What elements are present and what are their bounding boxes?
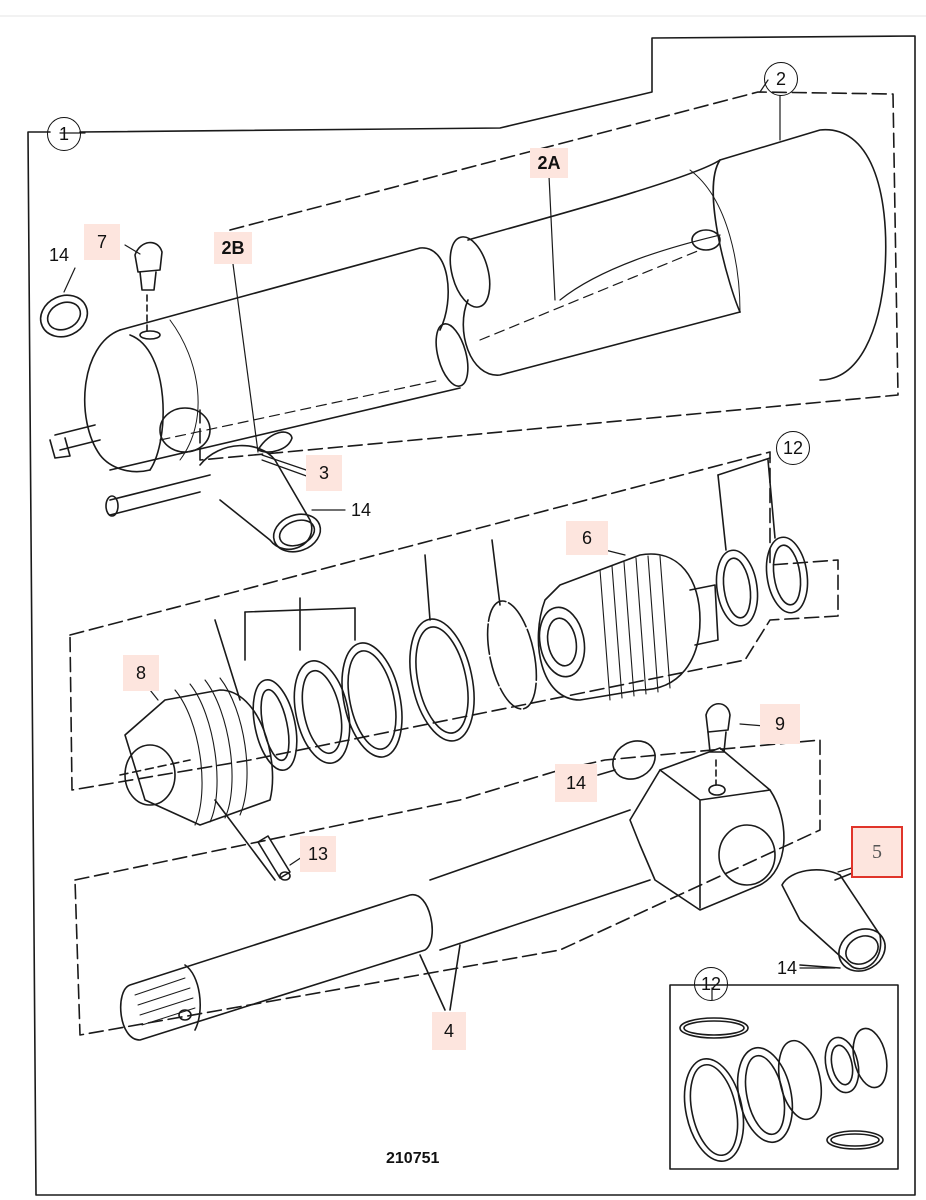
seal-rings-12	[715, 457, 809, 627]
label-part-14-rod-eye[interactable]: 14	[555, 764, 597, 802]
label-part-2b[interactable]: 2B	[214, 232, 252, 264]
label-part-9[interactable]: 9	[760, 704, 800, 744]
label-part-14-bush[interactable]: 14	[350, 499, 372, 520]
gland-part-8	[119, 677, 276, 881]
gland-group-outline	[69, 451, 839, 791]
label-part-3[interactable]: 3	[306, 455, 342, 491]
barrel-group-outline	[199, 91, 899, 461]
piston-part-6	[537, 553, 719, 701]
label-part-1[interactable]: 1	[47, 117, 81, 151]
label-part-6[interactable]: 6	[566, 521, 608, 555]
label-part-12-kit[interactable]: 12	[694, 967, 728, 1001]
ring-part-14-rod	[597, 740, 656, 780]
label-part-2a[interactable]: 2A	[530, 148, 568, 178]
label-part-2[interactable]: 2	[764, 62, 798, 96]
gland-seals	[214, 539, 538, 771]
ring-part-14-top	[39, 294, 89, 338]
pin-part-13	[257, 835, 291, 881]
label-part-7[interactable]: 7	[84, 224, 120, 260]
label-part-14-top-left[interactable]: 14	[48, 244, 70, 265]
piston-rod-part-4	[119, 809, 651, 1041]
label-part-12-main[interactable]: 12	[776, 431, 810, 465]
label-part-14-bottom-right[interactable]: 14	[776, 957, 798, 978]
cylinder-tube-right	[449, 129, 887, 381]
grease-nipple-7	[134, 241, 163, 340]
cylinder-tube-left	[49, 247, 469, 473]
label-part-5-selected[interactable]: 5	[851, 826, 903, 878]
rod-group-outline	[74, 739, 821, 1036]
rod-eye	[629, 747, 785, 911]
assembly-boundary	[27, 35, 916, 1196]
grease-nipple-9	[705, 702, 731, 796]
label-part-4[interactable]: 4	[432, 1012, 466, 1050]
label-part-8[interactable]: 8	[123, 655, 159, 691]
bush-part-3	[105, 444, 322, 553]
seal-kit-box	[669, 984, 899, 1170]
label-part-13[interactable]: 13	[300, 836, 336, 872]
drawing-number: 210751	[386, 1150, 440, 1167]
